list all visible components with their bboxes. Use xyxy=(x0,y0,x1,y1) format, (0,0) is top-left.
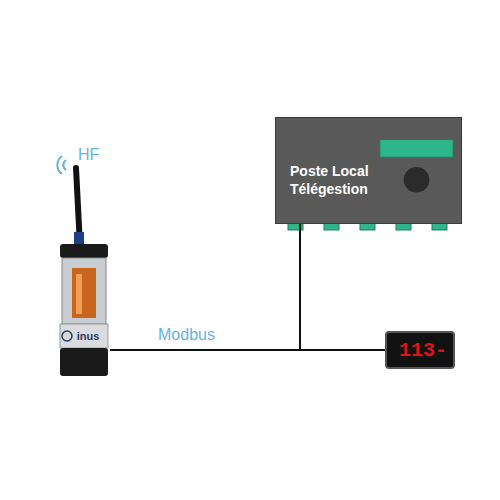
bus-wire xyxy=(110,224,300,350)
probe-core xyxy=(72,268,96,318)
probe-bottom xyxy=(60,348,108,376)
radio-label: HF xyxy=(78,146,99,164)
node-text: 113- xyxy=(387,340,447,362)
bus-label: Modbus xyxy=(158,326,215,344)
lcd-screen xyxy=(380,140,453,158)
probe-glass xyxy=(62,258,106,324)
node-text: inus xyxy=(58,330,110,343)
sensor-probe: inus xyxy=(58,244,110,376)
wire-path xyxy=(110,349,385,351)
digital-display: 113- xyxy=(385,331,455,369)
probe-highlight xyxy=(76,274,82,314)
node-text: Poste Local Télégestion xyxy=(290,162,385,198)
bus-wire xyxy=(110,350,385,351)
sensor-probe-shape xyxy=(58,244,110,376)
control-knob xyxy=(404,167,430,193)
probe-cap xyxy=(60,244,108,258)
logo-mark xyxy=(62,331,72,341)
telemetry-station-box: Poste Local Télégestion xyxy=(275,117,462,224)
antenna-base xyxy=(74,232,84,246)
wire-path xyxy=(110,224,300,350)
wireless-symbol xyxy=(57,156,66,174)
